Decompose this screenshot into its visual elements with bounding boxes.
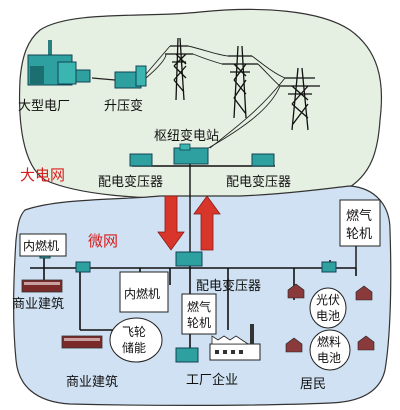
step-up-transformer-icon <box>91 65 147 89</box>
fuel-cell-label-1: 燃料 <box>317 334 341 349</box>
gas-turbine-right-box <box>339 199 381 247</box>
commercial-node-icon <box>75 261 91 273</box>
commercial-upper-label: 商业建筑 <box>12 296 64 312</box>
gas-turbine-right-label-2: 轮机 <box>346 227 372 242</box>
dist-transformer-right-icon <box>251 153 275 167</box>
main-grid-label: 大电网 <box>20 166 65 184</box>
dist-transformer-right-label: 配电变压器 <box>226 174 291 190</box>
residents-label: 居民 <box>300 377 326 392</box>
ice-center-label: 内燃机 <box>124 286 160 301</box>
commercial-building-icon <box>61 335 103 349</box>
factory-unit-icon <box>175 347 199 363</box>
factory-label: 工厂企业 <box>186 372 238 388</box>
transmission-lines <box>145 45 286 151</box>
dist-transformer-left-label: 配电变压器 <box>98 174 163 190</box>
ice-center-box <box>119 271 169 313</box>
ice-left-box <box>19 233 67 257</box>
main-grid-region <box>18 8 383 202</box>
flywheel-label-2: 储能 <box>122 340 146 355</box>
tower-icon-3 <box>280 67 320 131</box>
hub-substation-icon <box>173 143 209 165</box>
power-plant-label: 大型电厂 <box>18 99 70 114</box>
factory-icon <box>209 324 261 361</box>
gas-turbine-center-box <box>181 293 217 335</box>
flywheel-label-1: 飞轮 <box>122 325 146 339</box>
power-plant-icon <box>27 40 91 86</box>
house-icon <box>285 283 375 353</box>
commercial-building-icon <box>21 279 63 293</box>
fuel-cell-label-2: 电池 <box>317 351 341 365</box>
micro-dist-transformer-icon <box>175 251 203 267</box>
tower-icon-1 <box>165 37 193 101</box>
micro-grid-label: 微网 <box>88 232 118 250</box>
step-up-label: 升压变 <box>104 98 143 114</box>
flywheel-storage-ellipse <box>109 317 163 363</box>
arrow-up-icon <box>193 195 221 251</box>
commercial-lower-label: 商业建筑 <box>66 374 118 390</box>
dist-transformer-left-icon <box>129 153 153 167</box>
tower-icon-2 <box>222 45 258 119</box>
gas-turbine-center-label-1: 燃气 <box>187 299 211 314</box>
gas-turbine-center-label-2: 轮机 <box>187 316 211 330</box>
residential-node-icon <box>321 261 337 273</box>
pv-label-1: 光伏 <box>316 293 340 307</box>
ice-left-label: 内燃机 <box>23 238 59 253</box>
arrow-down-icon <box>157 195 185 251</box>
gas-turbine-right-label-1: 燃气 <box>346 208 372 224</box>
hub-substation-label: 枢纽变电站 <box>154 128 219 144</box>
micro-dist-transformer-label: 配电变压器 <box>196 278 261 294</box>
pv-label-2: 电池 <box>316 309 340 323</box>
pv-cell-ellipse <box>309 287 347 329</box>
fuel-cell-ellipse <box>309 329 351 371</box>
